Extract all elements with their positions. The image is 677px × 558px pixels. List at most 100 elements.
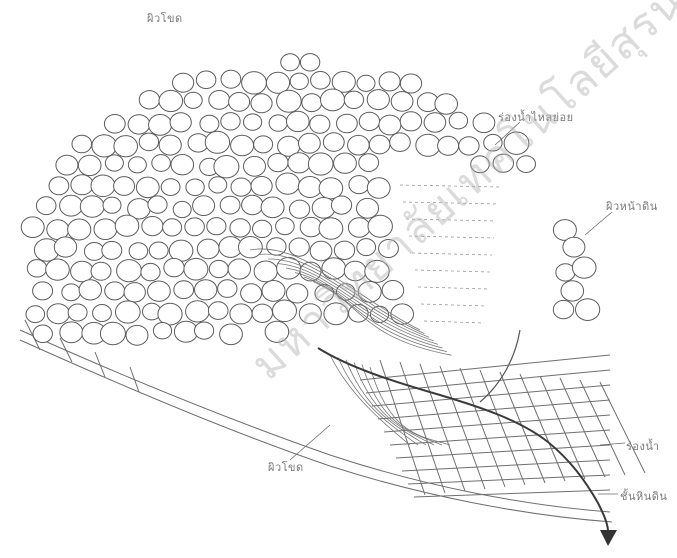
stone [379,115,401,135]
stone [159,135,181,155]
stone [105,155,123,171]
stone [26,306,45,323]
stone [68,304,87,321]
stone [400,74,421,93]
stone [400,112,421,131]
stone [331,196,351,214]
stone [319,218,343,239]
stone [310,241,332,261]
stone [229,93,250,112]
stone [563,237,585,257]
contour-line [330,355,410,445]
stone [230,304,252,324]
stone [435,94,458,114]
scree-grid-line [600,382,645,473]
stone [334,153,357,173]
stone [290,200,310,218]
stone [196,71,216,89]
stone [139,133,158,151]
stone [391,92,413,112]
stone [390,133,411,152]
stone [148,196,167,213]
stone [158,303,182,325]
scree-grid-line [360,355,610,380]
stone [33,325,52,343]
stone [171,155,194,175]
stone [148,281,171,301]
stone [79,280,101,300]
outflow-arrow [600,530,617,546]
stone [359,154,379,172]
stone [311,72,331,90]
stone [184,92,202,108]
stone [308,153,333,175]
stone [300,54,319,71]
stone [21,217,44,238]
stone [173,201,191,217]
dashed-hatch-line [415,270,490,272]
label-lower-right: ชั้นหินดิน [620,487,667,505]
stone [214,156,239,178]
dashed-hatch-line [424,321,484,323]
stone [142,217,163,236]
stone [379,72,400,91]
stone [102,241,122,259]
scree-grid-line [380,360,425,495]
stone [299,133,321,153]
scree-grid-line [480,370,525,485]
stone [117,260,142,282]
stone [276,173,300,194]
stone [149,115,172,136]
stone [337,114,358,133]
stone [561,281,584,301]
stone [71,261,94,282]
stone [269,115,287,131]
stone [84,243,104,261]
stone [208,302,228,320]
stone [93,305,112,322]
stone [553,300,573,318]
stone [251,94,272,113]
label-bottom: ผิวโขด [268,458,304,476]
stone [193,196,215,216]
stone [242,195,263,214]
stone [253,220,272,237]
stone [241,284,262,303]
stone [46,259,70,280]
leader-line [585,212,612,235]
stone [254,261,277,282]
stone [91,262,111,280]
stone [209,177,227,193]
dashed-hatch-line [421,304,486,306]
stone [268,154,288,172]
stone [129,243,148,260]
stone [54,237,76,257]
stone [281,54,300,71]
stone [349,176,369,194]
stone [321,89,345,111]
stone [115,215,139,236]
stone [231,135,254,156]
stone [185,218,205,236]
stone [209,260,228,277]
stone [141,263,160,280]
stone [126,325,148,345]
scree-grid-line [396,445,610,458]
stone [200,115,219,132]
stone [298,177,321,198]
stone [367,178,390,199]
stone [100,322,125,344]
stone [116,301,141,323]
stone [124,283,145,302]
stone [197,239,219,259]
stone [186,301,210,322]
stone [36,197,56,215]
stone [71,175,93,195]
stone [310,115,330,133]
stone [47,304,69,324]
stone [60,322,83,343]
stone [195,322,214,339]
stone [92,135,117,157]
stone [221,113,240,130]
stone [114,177,135,196]
